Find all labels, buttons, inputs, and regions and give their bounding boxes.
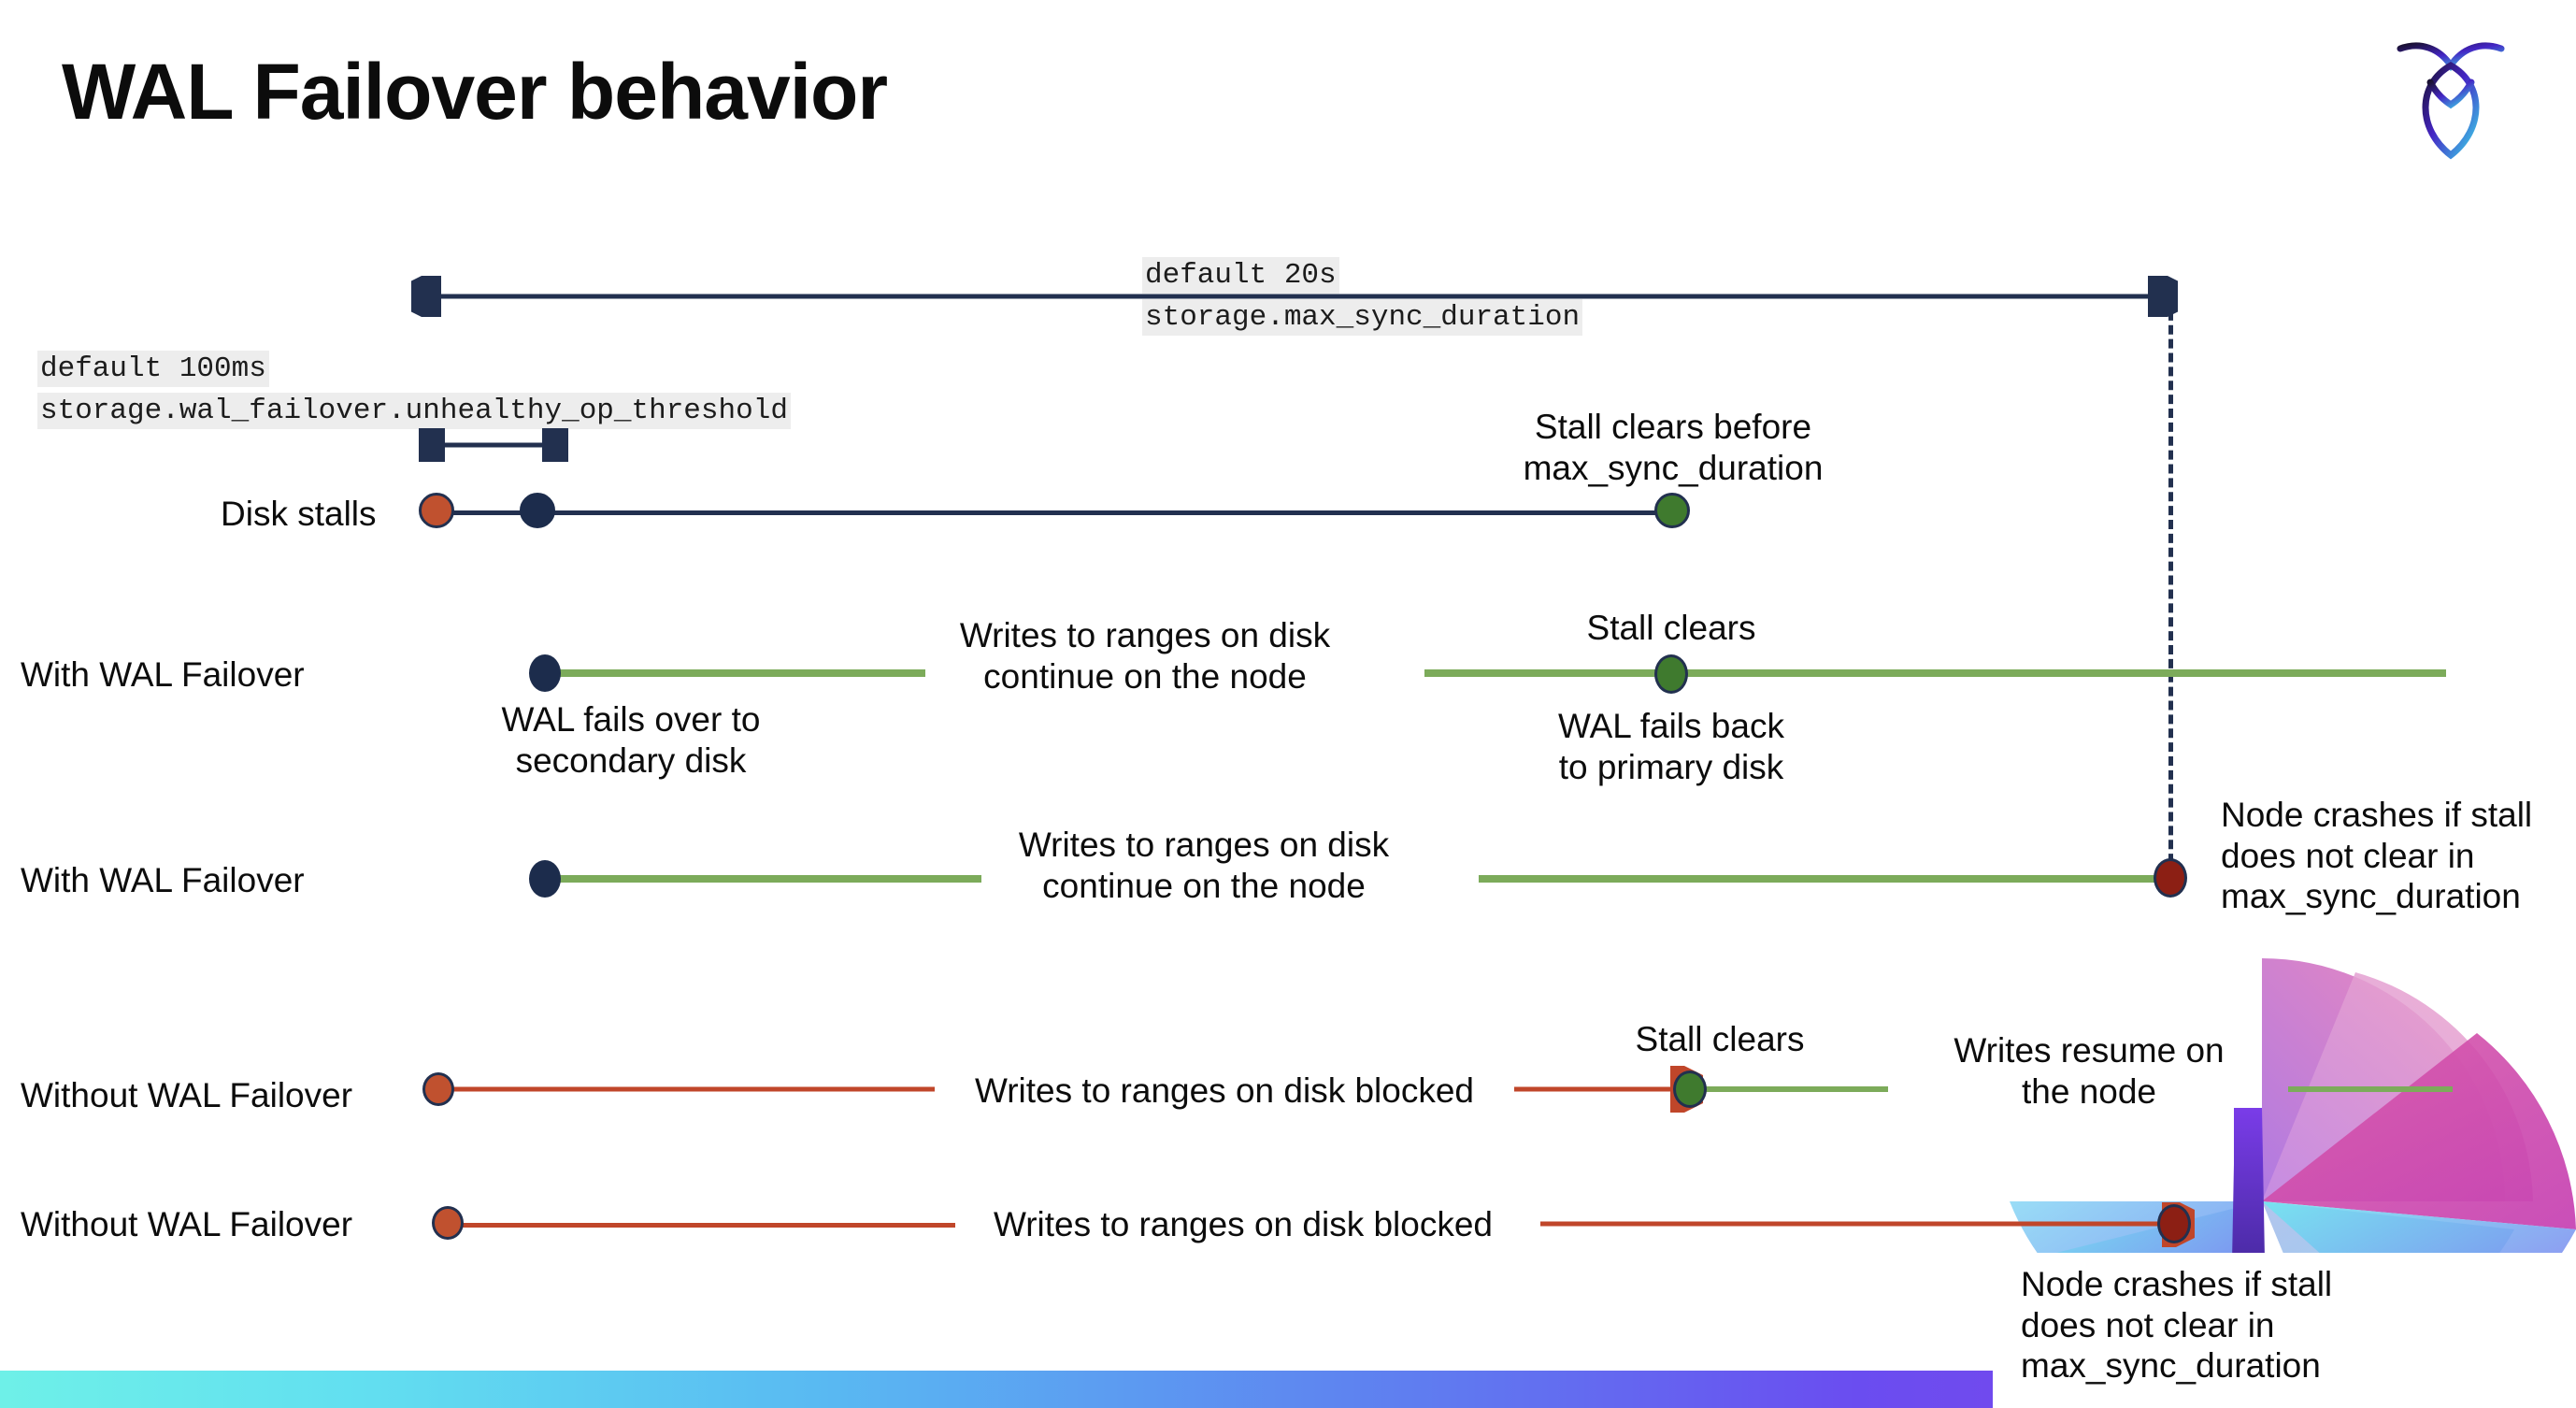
annotation-writes-resume-row4: Writes resume on the node [1953, 1031, 2225, 1111]
with-wal-failover-2-segment-left [544, 875, 981, 883]
without-wal-failover-2-blocked-arrow [1540, 1202, 2195, 1247]
row-label-without-wal-failover-2: Without WAL Failover [21, 1205, 353, 1243]
annotation-writes-continue-row3: Writes to ranges on disk continue on the… [1018, 826, 1390, 905]
page-title: WAL Failover behavior [62, 48, 888, 136]
without-wal-failover-1-segment-green [1701, 1086, 1888, 1092]
unhealthy-op-setting-label: storage.wal_failover.unhealthy_op_thresh… [37, 393, 791, 430]
unhealthy-op-default-label: default 100ms [37, 351, 269, 387]
stall-start-marker-row1 [419, 493, 454, 528]
node-crash-callout-box [1993, 1253, 2576, 1408]
stall-start-marker-row4 [422, 1072, 454, 1106]
failover-marker-row2 [529, 654, 561, 692]
stall-start-marker-row5 [432, 1206, 464, 1240]
row-label-without-wal-failover-1: Without WAL Failover [21, 1076, 353, 1114]
without-wal-failover-2-segment-left [447, 1223, 955, 1228]
annotation-wal-fails-back-row2: WAL fails back to primary disk [1558, 707, 1784, 786]
annotation-stall-clears-row4: Stall clears [1635, 1020, 1805, 1058]
annotation-stall-clears-before-max-sync: Stall clears before max_sync_duration [1523, 408, 1824, 487]
cockroachdb-logo-icon [2397, 42, 2505, 160]
unhealthy-op-threshold-span-arrow [419, 428, 568, 462]
with-wal-failover-1-segment-left [544, 669, 925, 677]
max-sync-setting-label: storage.max_sync_duration [1142, 299, 1583, 337]
row-label-disk-stalls: Disk stalls [221, 495, 377, 533]
disk-stalls-timeline [439, 510, 1682, 515]
max-sync-default-label: default 20s [1142, 257, 1339, 294]
annotation-stall-clears-row2: Stall clears [1586, 609, 1756, 647]
annotation-writes-blocked-row5: Writes to ranges on disk blocked [993, 1205, 1494, 1243]
annotation-node-crashes-row3: Node crashes if stall does not clear in … [2221, 796, 2533, 916]
annotation-writes-continue-row2: Writes to ranges on disk continue on the… [959, 616, 1331, 696]
with-wal-failover-2-segment-right [1479, 875, 2172, 883]
unhealthy-op-threshold-callout: default 100ms storage.wal_failover.unhea… [37, 348, 791, 433]
stall-cleared-marker-row2 [1654, 654, 1688, 694]
failover-marker-row3 [529, 860, 561, 898]
max-sync-duration-span-arrow [411, 276, 2178, 317]
node-crash-marker-row3 [2154, 858, 2187, 898]
annotation-node-crashes-row5: Node crashes if stall does not clear in … [2021, 1265, 2333, 1386]
row-label-with-wal-failover-2: With WAL Failover [21, 861, 305, 899]
annotation-writes-blocked-row4: Writes to ranges on disk blocked [935, 1070, 1514, 1112]
stall-cleared-marker-row4 [1673, 1070, 1707, 1108]
annotation-wal-fails-over-row2: WAL fails over to secondary disk [501, 700, 761, 780]
with-wal-failover-1-segment-right [1424, 669, 2446, 677]
failover-marker-row1 [520, 493, 555, 528]
row-label-with-wal-failover-1: With WAL Failover [21, 655, 305, 694]
max-sync-duration-guide-line [2168, 297, 2173, 877]
node-crash-marker-row5 [2157, 1204, 2191, 1243]
max-sync-duration-callout: default 20s storage.max_sync_duration [1142, 254, 1583, 339]
without-wal-failover-1-segment-green-2 [2288, 1086, 2453, 1092]
stall-cleared-marker-row1 [1654, 493, 1690, 528]
